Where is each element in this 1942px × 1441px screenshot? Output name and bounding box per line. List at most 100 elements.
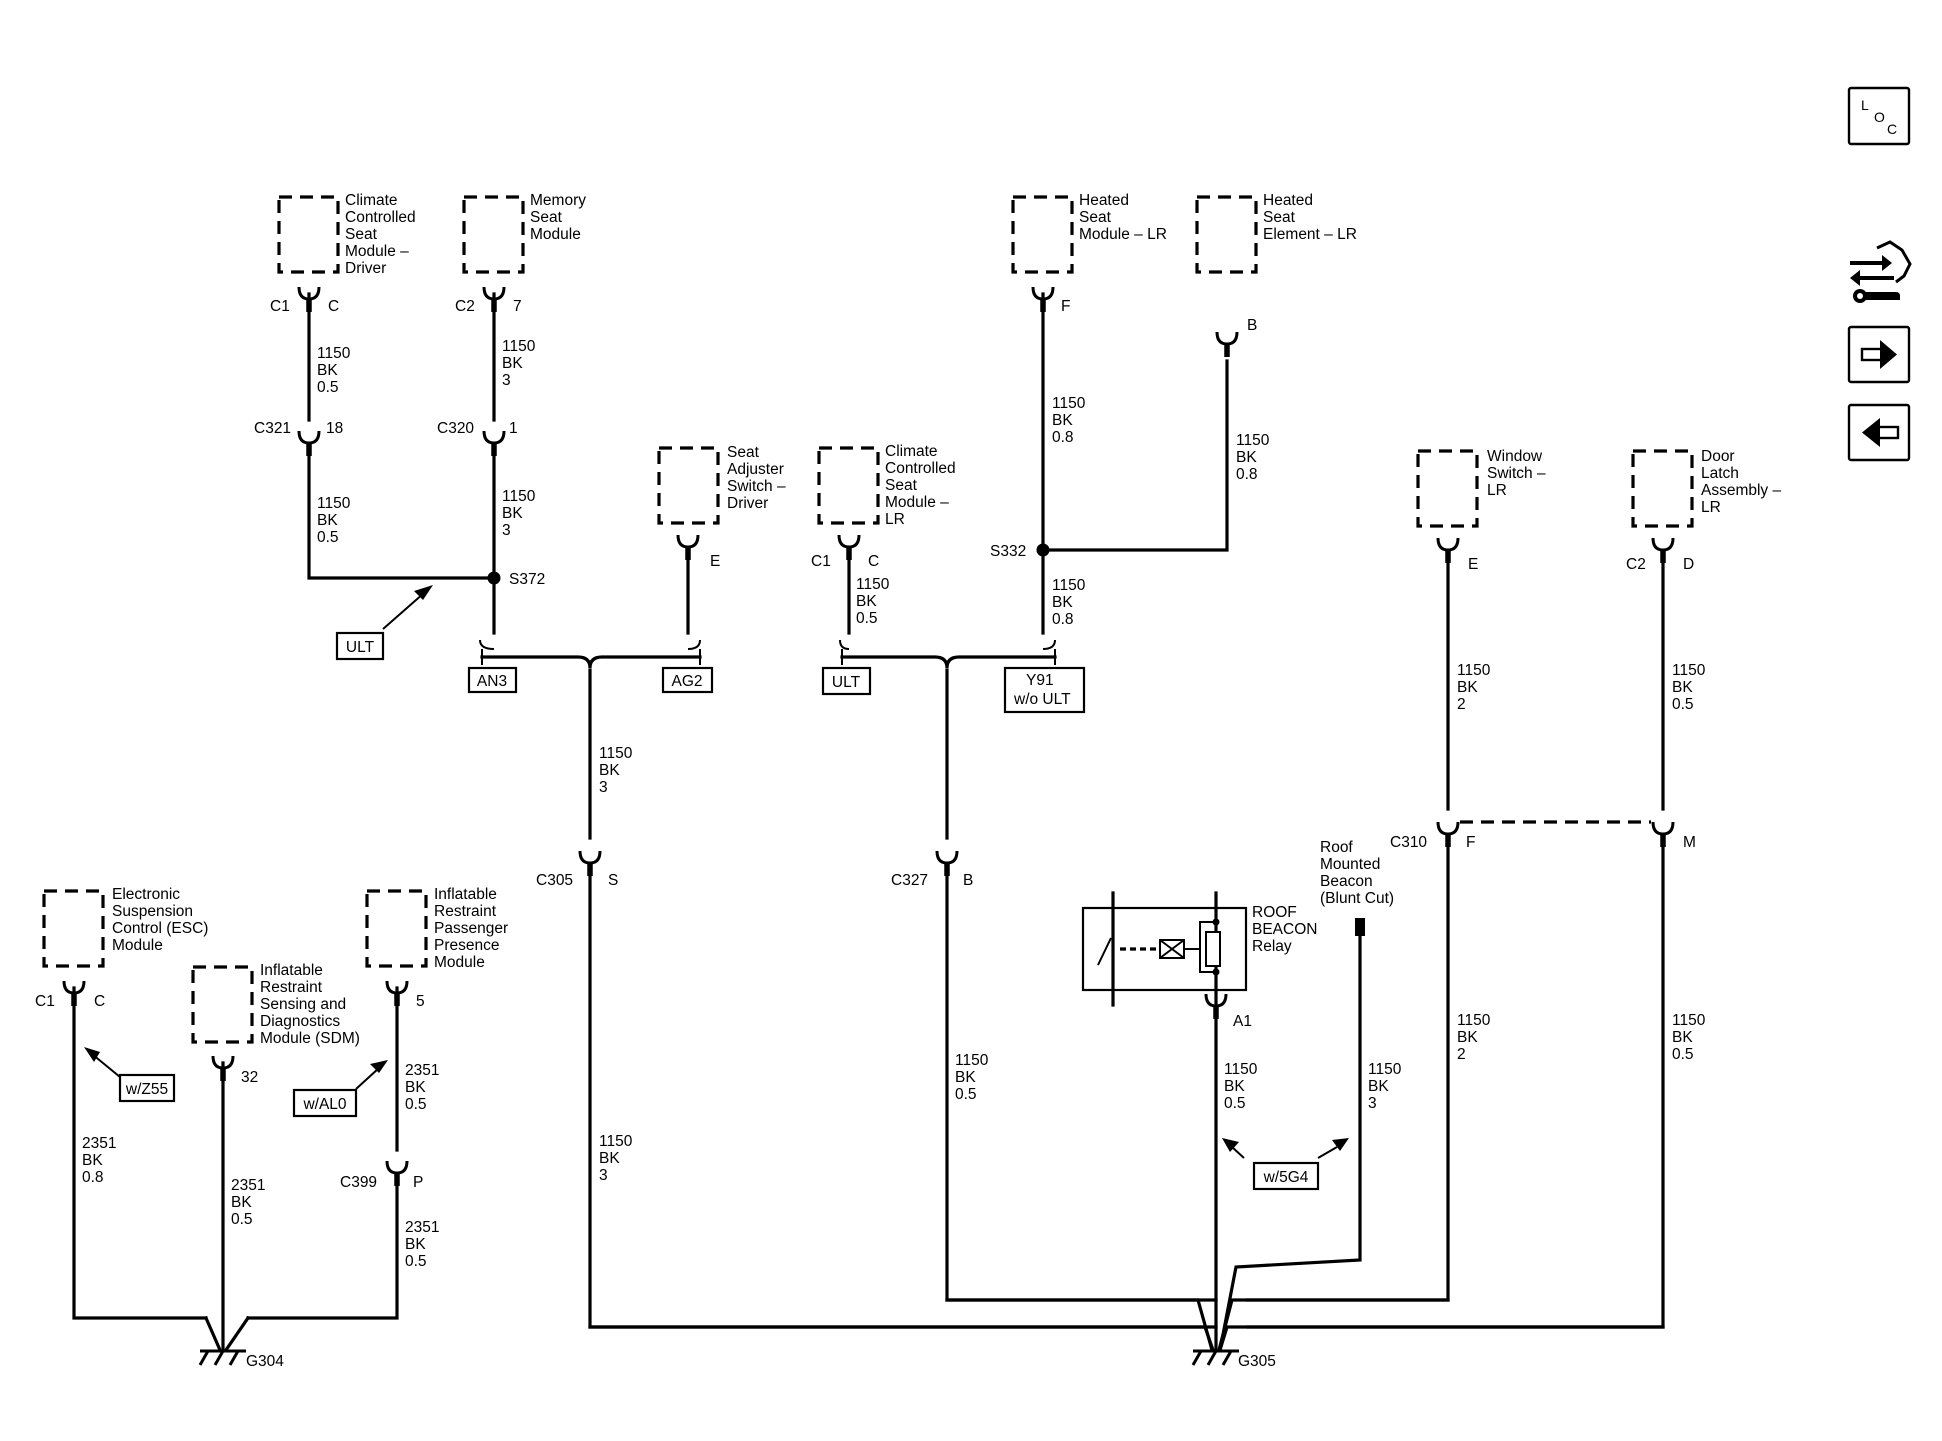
door-latch-assembly-lr-box — [1631, 449, 1694, 528]
label-c320-pin: 1 — [509, 420, 518, 437]
label-sdm-pin: 32 — [241, 1069, 258, 1086]
label-c1-esc: C1 — [35, 993, 55, 1010]
ground-g305-icon — [1191, 1349, 1241, 1367]
heated-seat-module-lr-box — [1011, 195, 1074, 274]
loc-button[interactable]: L O C — [1847, 86, 1911, 146]
label-passenger-presence: Inflatable Restraint Passenger Presence … — [434, 886, 512, 971]
label-sdm: Inflatable Restraint Sensing and Diagnos… — [260, 962, 360, 1047]
label-c305: C305 — [536, 872, 573, 889]
label-c327: C327 — [891, 872, 928, 889]
label-window-switch: Window Switch – LR — [1487, 448, 1550, 499]
label-c1-climate-lr-pin: C — [868, 553, 879, 570]
climate-seat-module-driver-box — [277, 195, 340, 274]
label-memory-seat: Memory Seat Module — [530, 192, 590, 243]
label-heated-seat-module: Heated Seat Module – LR — [1079, 192, 1167, 243]
window-switch-lr-box — [1416, 449, 1479, 528]
label-climate-lr: Climate Controlled Seat Module – LR — [885, 443, 960, 528]
connector-symbols — [64, 287, 1673, 1186]
label-c327-pin: B — [963, 872, 973, 889]
label-g304: G304 — [246, 1353, 284, 1370]
wires — [72, 292, 1665, 1353]
module-labels: Climate Controlled Seat Module – Driver … — [112, 192, 1785, 1047]
label-door-pin: D — [1683, 556, 1694, 573]
label-g305: G305 — [1238, 1353, 1276, 1370]
label-c399: C399 — [340, 1174, 377, 1191]
arrow-right-icon — [1860, 340, 1897, 369]
option-wal0: w/AL0 — [302, 1096, 346, 1113]
splice-s332 — [1036, 543, 1050, 557]
label-c310-pin-f: F — [1466, 834, 1475, 851]
esc-module-box — [42, 889, 105, 968]
label-c2-memory: C2 — [455, 298, 475, 315]
climate-seat-module-lr-box — [817, 446, 880, 525]
option-wz55: w/Z55 — [125, 1081, 168, 1098]
label-c399-pin: P — [413, 1174, 423, 1191]
label-window-pin: E — [1468, 556, 1478, 573]
label-heated-module-pin: F — [1061, 298, 1070, 315]
label-c321: C321 — [254, 420, 291, 437]
previous-page-button[interactable] — [1847, 403, 1911, 462]
label-roof-relay: ROOF BEACON Relay — [1252, 904, 1322, 955]
label-heated-element-pin: B — [1247, 317, 1257, 334]
next-page-button[interactable] — [1847, 325, 1911, 384]
arrow-left-icon — [1862, 418, 1900, 447]
splice-s372 — [487, 571, 501, 585]
seat-adjuster-switch-box — [657, 446, 720, 525]
label-heated-seat-element: Heated Seat Element – LR — [1263, 192, 1357, 243]
option-ag2: AG2 — [671, 673, 702, 690]
ground-g304-icon — [198, 1349, 248, 1367]
option-boxes: ULT AN3 AG2 ULT Y91 w/o ULT w/5G4 w/Z55 … — [118, 631, 1320, 1191]
label-s372: S372 — [509, 571, 545, 588]
sdm-module-box — [191, 965, 254, 1044]
option-an3: AN3 — [477, 673, 507, 690]
label-c310: C310 — [1390, 834, 1427, 851]
label-climate-driver: Climate Controlled Seat Module – Driver — [345, 192, 420, 277]
option-w5g4: w/5G4 — [1263, 1169, 1309, 1186]
label-door-latch: Door Latch Assembly – LR — [1701, 448, 1785, 516]
beacon-blunt-cut-end — [1355, 918, 1365, 936]
loc-letter-c: C — [1887, 121, 1897, 137]
loc-letter-o: O — [1874, 109, 1885, 125]
loc-letter-l: L — [1861, 97, 1869, 113]
label-seat-adjuster: Seat Adjuster Switch – Driver — [727, 444, 790, 512]
label-c320: C320 — [437, 420, 474, 437]
callout-arrows — [84, 585, 1349, 1159]
label-roof-beacon: Roof Mounted Beacon (Blunt Cut) — [1320, 839, 1394, 907]
label-c2-memory-pin: 7 — [513, 298, 522, 315]
label-c1-climate-pin: C — [328, 298, 339, 315]
option-ult-callout: ULT — [346, 639, 375, 656]
label-c321-pin: 18 — [326, 420, 343, 437]
label-c1-climate: C1 — [270, 298, 290, 315]
component-locator-icon[interactable] — [1850, 240, 1912, 303]
option-y91: Y91 — [1026, 672, 1054, 689]
label-seat-adj-pin: E — [710, 553, 720, 570]
option-y91-note: w/o ULT — [1013, 691, 1071, 708]
roof-beacon-relay-symbol — [1081, 891, 1248, 1007]
connector-labels: C1 C C2 7 C321 18 C320 1 S372 E C1 C F B… — [35, 298, 1696, 1370]
heated-seat-element-lr-box — [1195, 195, 1258, 274]
label-esc: Electronic Suspension Control (ESC) Modu… — [112, 886, 213, 954]
label-c310-pin-m: M — [1683, 834, 1696, 851]
label-c1-climate-lr: C1 — [811, 553, 831, 570]
label-c2-door: C2 — [1626, 556, 1646, 573]
label-esc-pin: C — [94, 993, 105, 1010]
